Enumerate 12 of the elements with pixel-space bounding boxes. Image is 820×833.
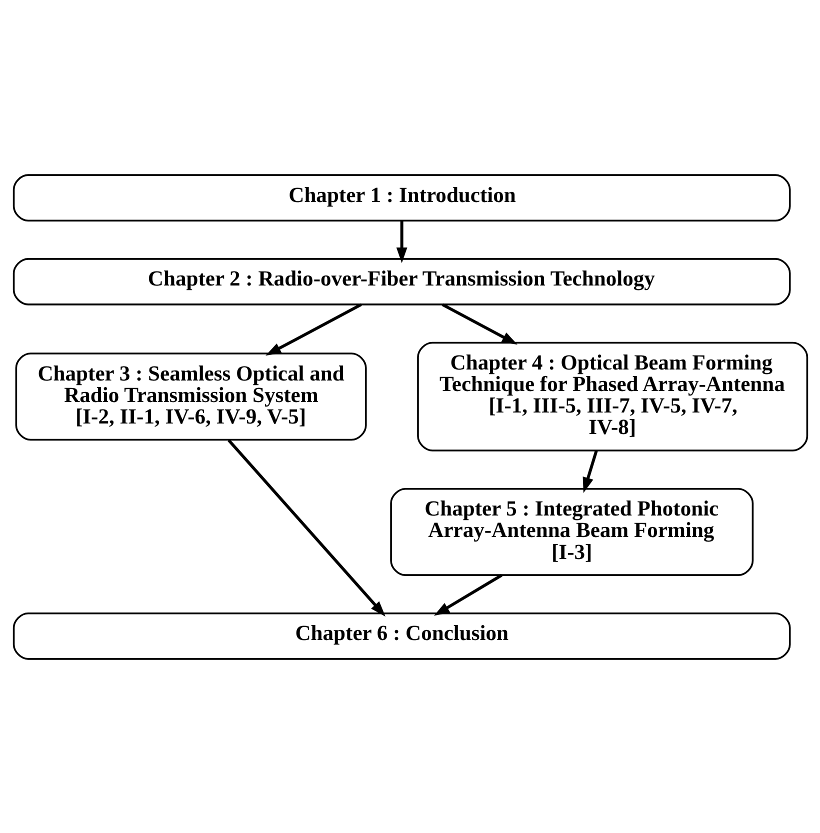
arrow — [441, 302, 517, 344]
node-box: Chapter 3 : Seamless Optical and Radio Transmission System [I-2, II-1, IV-6, IV-9, V-5] — [14, 352, 366, 440]
node-box: Chapter 2 : Radio-over-Fiber Transmission Technology — [12, 258, 790, 305]
arrow — [582, 450, 598, 492]
node-box: Chapter 1 : Introduction — [12, 174, 790, 221]
arrow — [265, 302, 362, 356]
arrow — [396, 220, 407, 263]
arrow — [227, 438, 385, 616]
node-box: Chapter 6 : Conclusion — [12, 612, 790, 660]
node-box: Chapter 4 : Optical Beam Forming Technique for Phased Array-Antenna [I-1, III-5, III-7, IV-5, IV-7, IV-8] — [416, 341, 808, 451]
arrow — [433, 573, 502, 616]
node-box: Chapter 5 : Integrated Photonic Array-Antenna Beam Forming [I-3] — [390, 487, 754, 576]
